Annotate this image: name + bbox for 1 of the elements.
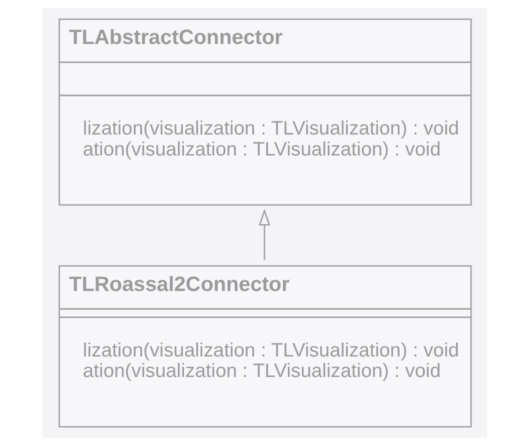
arrow <box>258 208 270 260</box>
